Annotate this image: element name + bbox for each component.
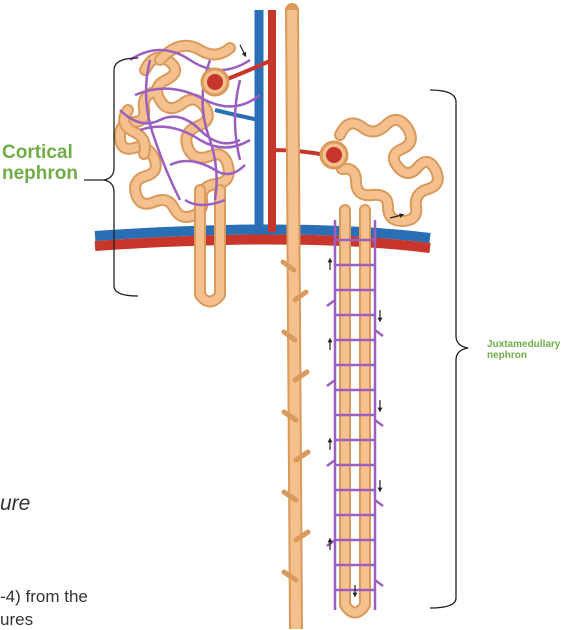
juxtamedullary-nephron-label: Juxtamedullary nephron bbox=[487, 339, 560, 361]
partial-text-line1: -4) from the bbox=[0, 587, 88, 606]
flow-arrows bbox=[239, 44, 405, 598]
arcuate-vessels bbox=[94, 224, 431, 253]
juxta-label-line1: Juxtamedullary bbox=[487, 339, 561, 350]
cortical-label-line1: Cortical bbox=[2, 142, 73, 163]
juxtamedullary-bracket bbox=[429, 89, 469, 609]
cortical-peritubular-capillaries bbox=[119, 48, 261, 207]
juxta-label-line2: nephron bbox=[487, 350, 527, 362]
cortical-glomerulus bbox=[200, 67, 230, 97]
juxtamedullary-nephron-tubule bbox=[334, 113, 444, 619]
juxtamedullary-glomerulus bbox=[319, 140, 349, 170]
vasa-recta bbox=[326, 220, 384, 610]
partial-text-line2: ures bbox=[0, 610, 34, 629]
cortical-nephron-label: Cortical nephron bbox=[2, 142, 78, 185]
collecting-duct bbox=[280, 3, 311, 629]
cortical-nephron-tubule bbox=[114, 39, 236, 308]
partial-text-italic: ure bbox=[0, 492, 31, 515]
cortical-bracket bbox=[103, 57, 139, 297]
cortical-label-line2: nephron bbox=[2, 163, 78, 185]
